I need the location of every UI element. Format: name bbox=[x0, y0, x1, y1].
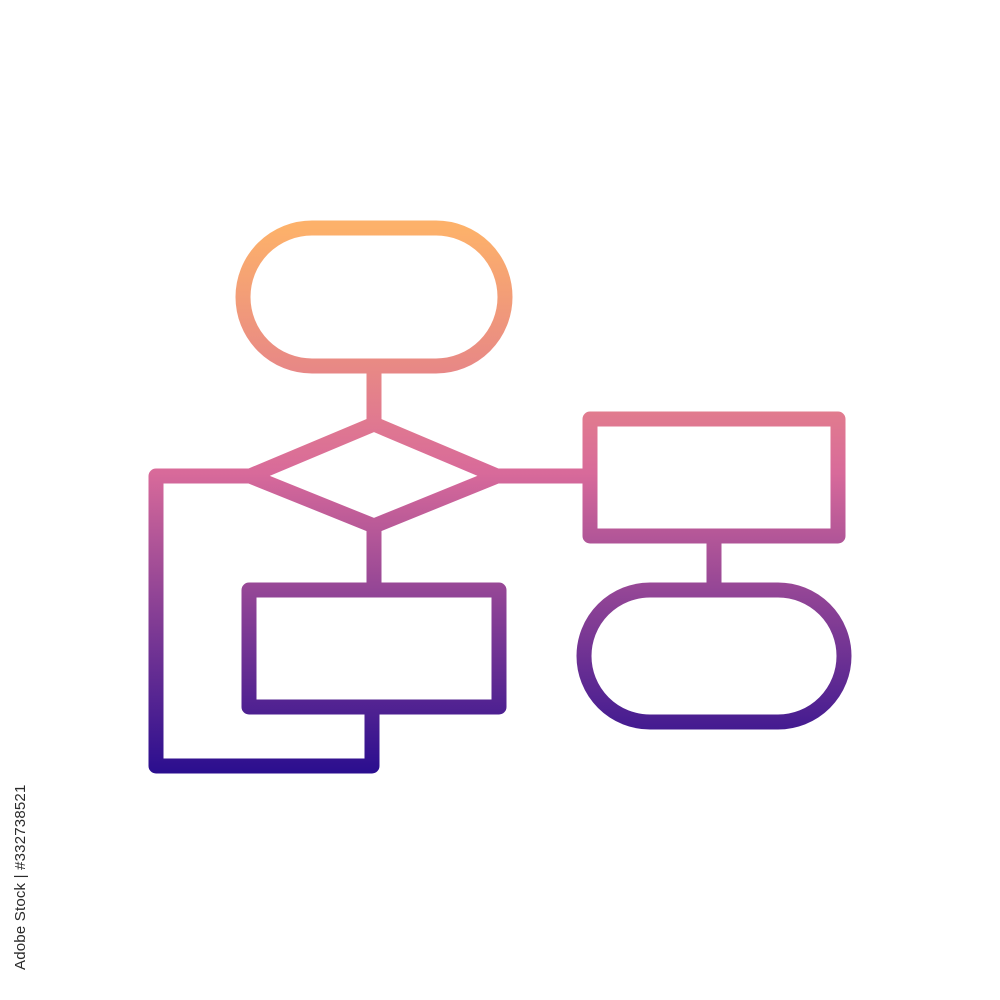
decision-diamond-shape bbox=[242, 416, 505, 534]
start-terminal-shape bbox=[235, 220, 513, 374]
stock-id-watermark: Adobe Stock | #332738521 bbox=[12, 784, 29, 970]
end-terminal-shape bbox=[576, 582, 852, 730]
process-box-right bbox=[582, 411, 846, 544]
process-box-left bbox=[241, 582, 507, 715]
connector-decision-loop-back bbox=[148, 468, 380, 774]
